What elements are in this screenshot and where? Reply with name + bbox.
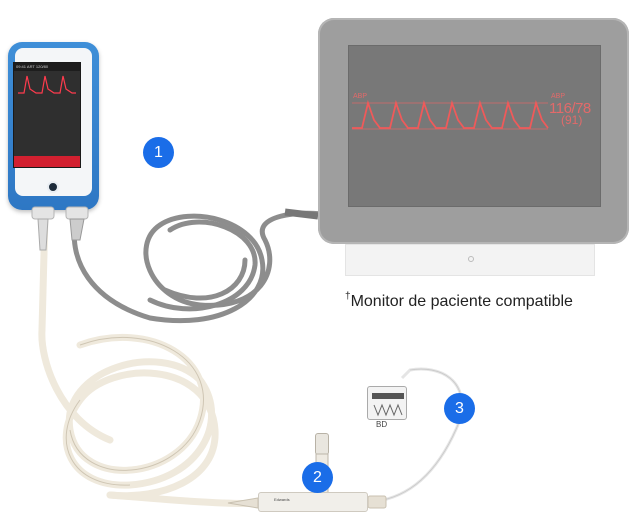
caption-text: Monitor de paciente compatible bbox=[350, 293, 573, 310]
device-waveform bbox=[18, 75, 76, 94]
device-status-bar: 09:41 ART 120/80 bbox=[14, 63, 80, 71]
monitor-power-indicator bbox=[468, 256, 474, 262]
waveform-label-left: ABP bbox=[353, 93, 368, 100]
callout-badge-3: 3 bbox=[444, 393, 475, 424]
callout-badge-1: 1 bbox=[143, 137, 174, 168]
pressure-transducer bbox=[258, 492, 368, 512]
monitor-caption: †Monitor de paciente compatible bbox=[345, 291, 573, 311]
device-screen: 09:41 ART 120/80 bbox=[13, 62, 81, 168]
device-alarm-bar bbox=[14, 156, 80, 167]
power-button[interactable] bbox=[47, 181, 59, 193]
callout-badge-2: 2 bbox=[302, 462, 333, 493]
monitor-cable bbox=[71, 210, 333, 324]
pressure-mean: (91) bbox=[561, 113, 583, 127]
connector-pins bbox=[372, 393, 404, 417]
cable-connector bbox=[367, 386, 407, 420]
transducer-label: Edwards bbox=[274, 497, 290, 502]
connector-brand: BD bbox=[376, 420, 388, 429]
monitor-plug bbox=[284, 208, 319, 220]
waveform-label-right: ABP bbox=[551, 93, 566, 100]
dagger-mark: † bbox=[345, 291, 351, 302]
pressure-value: 116/78 bbox=[549, 100, 591, 117]
